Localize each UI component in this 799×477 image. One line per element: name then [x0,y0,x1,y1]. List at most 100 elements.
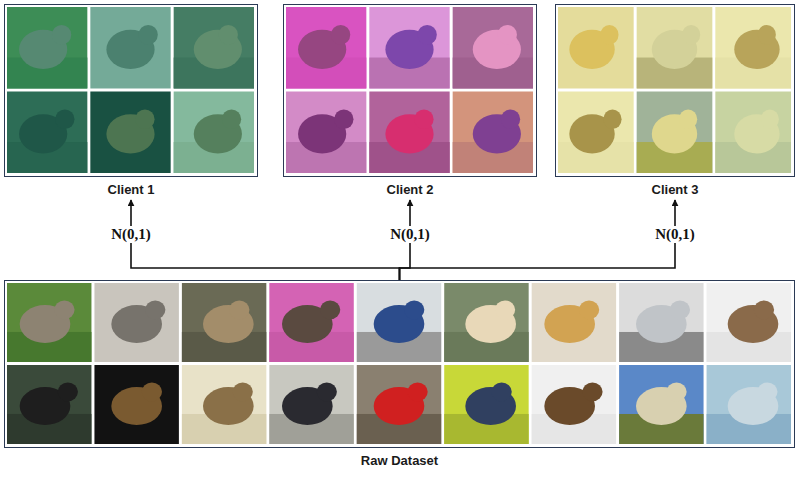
thumbnail-subject-head [52,25,71,45]
thumbnail-subject-head [331,25,350,45]
thumbnail-background [286,7,366,89]
image-frame [555,4,795,177]
thumbnail-background [707,283,791,362]
thumbnail [182,283,266,362]
thumbnail [619,365,703,444]
thumbnail-background [707,365,791,444]
arrow-connector [400,200,676,280]
thumbnail-background [182,365,266,444]
thumbnail-background [619,283,703,362]
thumbnail-background [7,92,87,174]
thumbnail-subject-head [666,382,686,401]
thumbnail-subject-head [501,109,520,129]
client-panel: Client 2 [283,4,537,199]
thumbnail-subject-head [55,109,74,129]
dataset-panel: Raw Dataset [4,280,795,470]
thumbnail-subject-head [219,25,238,45]
thumbnail [637,92,713,174]
thumbnail-background [444,283,528,362]
thumbnail-background [269,365,353,444]
image-grid [556,5,793,175]
panel-label: Raw Dataset [4,453,795,468]
thumbnail-subject-head [320,300,340,319]
thumbnail-background [357,283,441,362]
thumbnail-subject-head [135,109,154,129]
image-frame [4,280,795,448]
thumbnail-subject-head [579,300,599,319]
thumbnail-background [453,92,533,174]
panel-label: Client 1 [4,182,258,197]
thumbnail [619,283,703,362]
thumbnail-subject-head [414,109,433,129]
thumbnail-subject-head [679,109,697,129]
image-frame [283,4,537,177]
thumbnail [637,7,713,89]
thumbnail [707,365,791,444]
thumbnail [444,365,528,444]
thumbnail-subject-head [757,382,777,401]
thumbnail [7,7,87,89]
thumbnail [357,365,441,444]
thumbnail-background [7,365,91,444]
thumbnail [558,7,634,89]
thumbnail-subject-head [229,300,249,319]
thumbnail-background [7,283,91,362]
thumbnail-subject-head [418,25,437,45]
thumbnail-background [558,7,634,89]
panel-label: Client 3 [555,182,795,197]
thumbnail [715,92,791,174]
thumbnail-background [357,365,441,444]
image-frame [4,4,258,177]
thumbnail-subject-head [600,25,618,45]
thumbnail [532,365,616,444]
thumbnail-background [369,92,449,174]
thumbnail [174,92,254,174]
thumbnail-subject-head [603,109,621,129]
thumbnail [286,92,366,174]
thumbnail-background [174,7,254,89]
thumbnail-subject-head [670,300,690,319]
thumbnail [558,92,634,174]
thumbnail-subject-head [498,25,517,45]
thumbnail-background [7,7,87,89]
thumbnail [286,7,366,89]
thumbnail [174,7,254,89]
distribution-label: N(0,1) [108,226,154,243]
thumbnail [7,283,91,362]
thumbnail-background [532,283,616,362]
thumbnail-background [94,365,178,444]
thumbnail-subject-head [407,382,427,401]
thumbnail-subject-head [404,300,424,319]
thumbnail-subject-head [761,109,779,129]
distribution-label: N(0,1) [387,226,433,243]
thumbnail-background [637,92,713,174]
image-grid [5,281,793,446]
thumbnail-subject-head [334,109,353,129]
thumbnail-background [715,92,791,174]
thumbnail-subject-head [582,382,602,401]
thumbnail-background [715,7,791,89]
thumbnail-subject-head [54,300,74,319]
client-panel: Client 3 [555,4,795,199]
thumbnail-background [369,7,449,89]
thumbnail-background [453,7,533,89]
thumbnail-background [94,283,178,362]
thumbnail [269,365,353,444]
thumbnail [453,7,533,89]
thumbnail [715,7,791,89]
thumbnail-background [619,365,703,444]
thumbnail [444,283,528,362]
thumbnail [369,92,449,174]
thumbnail-subject-head [139,25,158,45]
thumbnail-subject-head [317,382,337,401]
thumbnail [90,92,170,174]
thumbnail-background [182,283,266,362]
thumbnail [182,365,266,444]
thumbnail-background [90,92,170,174]
client-panel: Client 1 [4,4,258,199]
image-grid [5,5,256,175]
thumbnail-subject-head [758,25,776,45]
image-grid [284,5,535,175]
thumbnail-background [90,7,170,89]
thumbnail-background [558,92,634,174]
